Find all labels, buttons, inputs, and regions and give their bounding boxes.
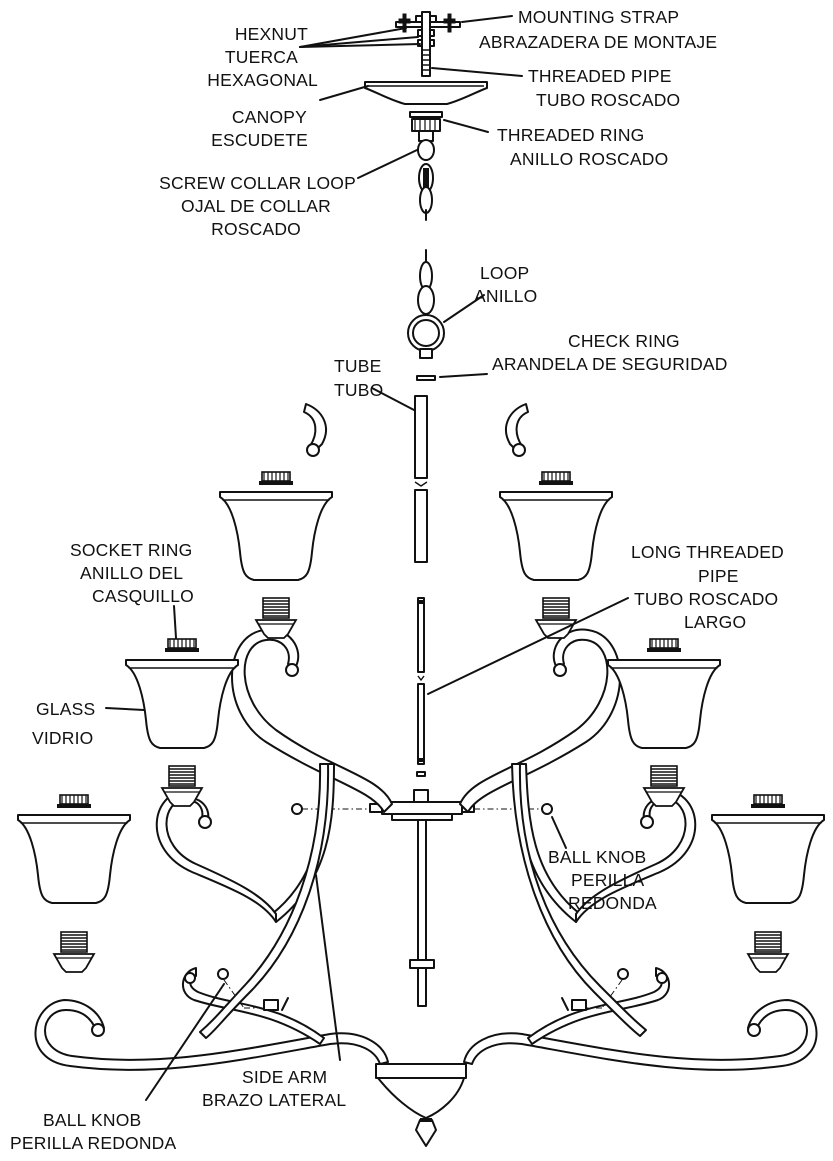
label-text: ANILLO ROSCADO (510, 149, 668, 169)
arm-lower-right (463, 967, 818, 1071)
threaded-pipe (421, 11, 431, 77)
shade-group-middle-right (607, 638, 721, 807)
label-text: GLASS (36, 699, 95, 719)
side-arm-right (511, 763, 647, 1037)
label-hexnut: HEXNUT TUERCA HEXAGONAL (207, 24, 318, 90)
label-text: ARANDELA DE SEGURIDAD (492, 354, 728, 374)
label-text: ROSCADO (211, 219, 301, 239)
arm-upper-left (231, 628, 393, 813)
label-text: SCREW COLLAR LOOP (159, 173, 356, 193)
label-loop: LOOP ANILLO (474, 263, 537, 306)
long-threaded-pipe (416, 597, 426, 777)
label-text: MOUNTING STRAP (518, 7, 679, 27)
label-check-ring: CHECK RING ARANDELA DE SEGURIDAD (492, 331, 728, 374)
label-glass: GLASS VIDRIO (32, 699, 95, 748)
arm-middle-right (517, 763, 697, 923)
hook-left (303, 403, 327, 457)
label-text: VIDRIO (32, 728, 94, 748)
check-ring (416, 375, 436, 381)
label-text: HEXNUT (235, 24, 308, 44)
label-side-arm: SIDE ARM BRAZO LATERAL (202, 1067, 346, 1110)
label-text: TUBO ROSCADO (536, 90, 680, 110)
chain-upper (418, 163, 434, 221)
label-text: PERILLA REDONDA (10, 1133, 177, 1153)
label-text: PIPE (698, 566, 739, 586)
label-text: LOOP (480, 263, 529, 283)
label-text: TUBO ROSCADO (634, 589, 778, 609)
label-threaded-pipe: THREADED PIPE TUBO ROSCADO (528, 66, 680, 110)
label-text: CHECK RING (568, 331, 680, 351)
ball-knob-upper (291, 803, 553, 815)
label-text: BRAZO LATERAL (202, 1090, 346, 1110)
label-ball-knob-left: BALL KNOB PERILLA REDONDA (10, 1110, 177, 1153)
label-tube: TUBE TUBO (334, 356, 383, 400)
screw-collar-loop (417, 130, 435, 161)
label-long-threaded-pipe: LONG THREADED PIPE TUBO ROSCADO LARGO (631, 542, 784, 632)
label-ball-knob-right: BALL KNOB PERILLA REDONDA (548, 847, 657, 913)
label-text: TUBE (334, 356, 381, 376)
label-text: SOCKET RING (70, 540, 192, 560)
label-text: ABRAZADERA DE MONTAJE (479, 32, 717, 52)
label-canopy: CANOPY ESCUDETE (211, 107, 308, 150)
label-text: TUBO (334, 380, 383, 400)
label-text: LONG THREADED (631, 542, 784, 562)
label-text: SIDE ARM (242, 1067, 327, 1087)
label-text: ESCUDETE (211, 130, 308, 150)
label-text: ANILLO (474, 286, 537, 306)
label-text: CANOPY (232, 107, 307, 127)
hub (369, 789, 475, 1007)
arm-upper-right (459, 628, 621, 813)
shade-group-upper-left (219, 471, 333, 639)
shade-group-lower-left (17, 794, 131, 973)
chain-lower (417, 249, 435, 315)
tube (414, 395, 428, 563)
label-text: HEXAGONAL (207, 70, 318, 90)
label-text: TUERCA (225, 47, 298, 67)
label-text: PERILLA (571, 870, 645, 890)
label-mounting-strap: MOUNTING STRAP ABRAZADERA DE MONTAJE (479, 7, 717, 52)
bottom-body (375, 1063, 467, 1147)
label-text: ANILLO DEL (80, 563, 183, 583)
label-text: THREADED RING (497, 125, 644, 145)
label-text: OJAL DE COLLAR (181, 196, 331, 216)
canopy (364, 81, 488, 105)
leader-lines (105, 15, 629, 1101)
side-arm-left (199, 763, 330, 1039)
label-screw-collar-loop: SCREW COLLAR LOOP OJAL DE COLLAR ROSCADO (159, 173, 356, 239)
label-text: REDONDA (568, 893, 657, 913)
label-text: BALL KNOB (548, 847, 646, 867)
shade-group-lower-right (711, 794, 825, 973)
arm-lower-left (34, 967, 389, 1071)
label-socket-ring: SOCKET RING ANILLO DEL CASQUILLO (70, 540, 194, 606)
threaded-ring (409, 111, 443, 132)
shade-group-middle-left (125, 638, 239, 807)
label-text: BALL KNOB (43, 1110, 141, 1130)
label-text: LARGO (684, 612, 746, 632)
label-threaded-ring: THREADED RING ANILLO ROSCADO (497, 125, 668, 169)
loop (407, 314, 445, 359)
label-text: CASQUILLO (92, 586, 194, 606)
label-text: THREADED PIPE (528, 66, 672, 86)
hook-right (505, 403, 529, 457)
